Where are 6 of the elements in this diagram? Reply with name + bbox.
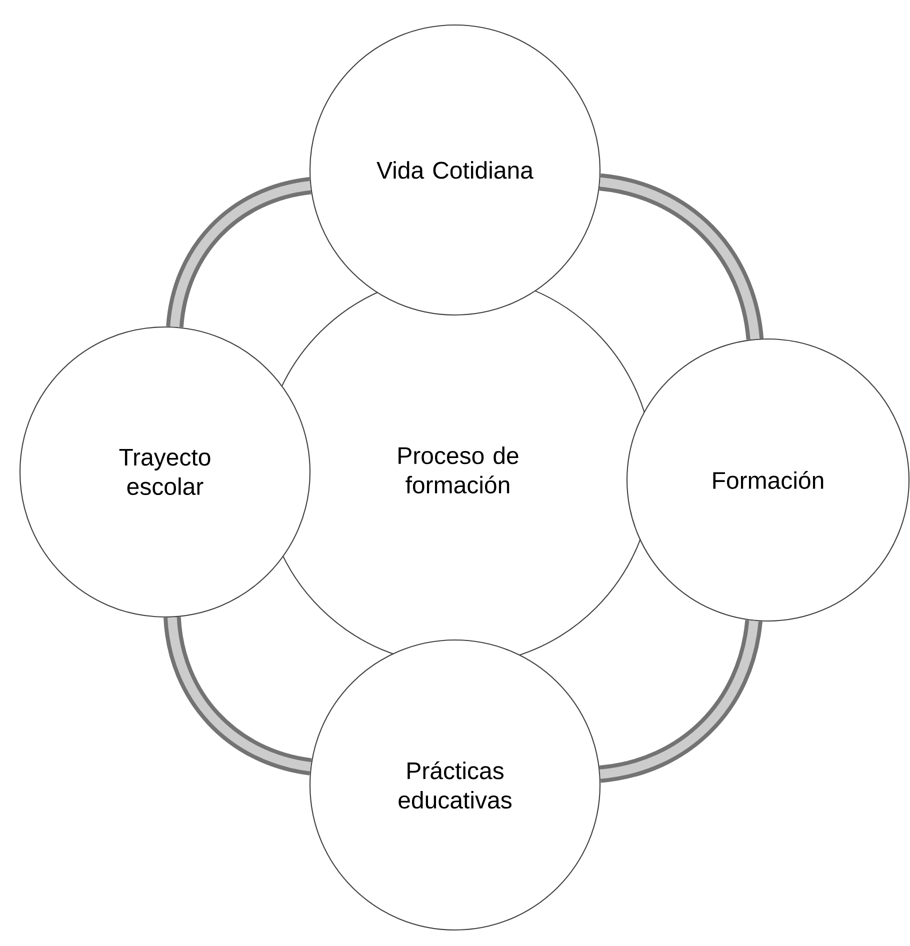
ring-arc — [598, 173, 764, 340]
ring-arc — [166, 177, 312, 328]
ring-arc — [598, 620, 762, 783]
node-label: Formación — [713, 471, 824, 489]
node-label: Prácticas educativas — [398, 761, 512, 809]
ring-arc — [164, 616, 312, 776]
